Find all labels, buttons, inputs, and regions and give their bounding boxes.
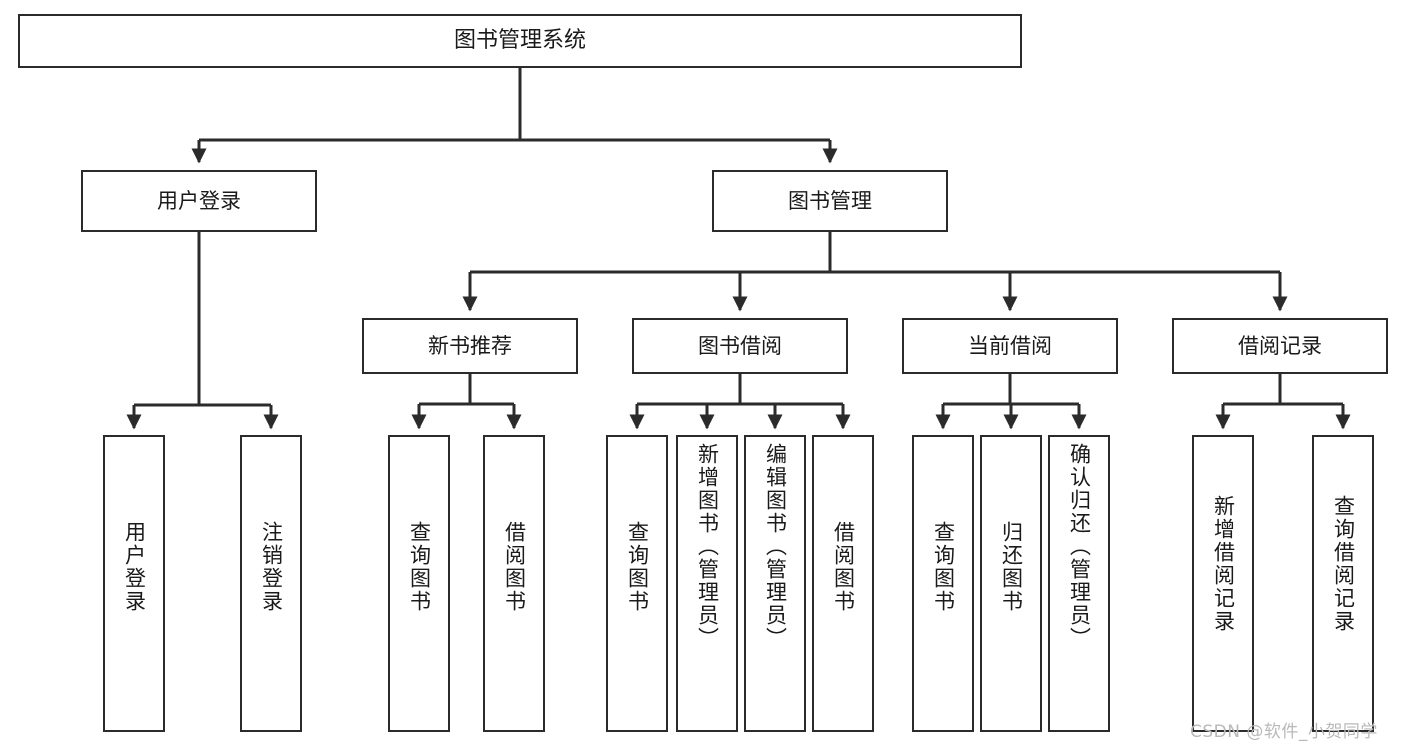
node-book-borrow[interactable]: 图书借阅 bbox=[632, 318, 848, 374]
node-current-borrow[interactable]: 当前借阅 bbox=[902, 318, 1118, 374]
leaf-borrow-add-book-admin-label: 新增图书（管理员） bbox=[695, 443, 720, 650]
leaf-current-confirm-return-admin-label: 确认归还（管理员） bbox=[1067, 443, 1092, 650]
node-current-borrow-label: 当前借阅 bbox=[968, 333, 1052, 358]
leaf-newbook-borrow-book[interactable]: 借阅图书 bbox=[483, 435, 545, 732]
node-root[interactable]: 图书管理系统 bbox=[18, 14, 1022, 68]
node-new-book-recommend[interactable]: 新书推荐 bbox=[362, 318, 578, 374]
leaf-current-confirm-return-admin[interactable]: 确认归还（管理员） bbox=[1048, 435, 1110, 732]
leaf-records-add-record-label: 新增借阅记录 bbox=[1211, 495, 1236, 633]
leaf-borrow-edit-book-admin-label: 编辑图书（管理员） bbox=[763, 443, 788, 650]
node-new-book-recommend-label: 新书推荐 bbox=[428, 333, 512, 358]
node-borrow-records[interactable]: 借阅记录 bbox=[1172, 318, 1388, 374]
node-book-borrow-label: 图书借阅 bbox=[698, 333, 782, 358]
leaf-records-add-record[interactable]: 新增借阅记录 bbox=[1192, 435, 1254, 732]
leaf-borrow-query-book[interactable]: 查询图书 bbox=[606, 435, 668, 732]
leaf-borrow-borrow-book-label: 借阅图书 bbox=[831, 521, 856, 613]
csdn-watermark-text: CSDN @软件_小贺同学 bbox=[1190, 722, 1378, 742]
leaf-borrow-add-book-admin[interactable]: 新增图书（管理员） bbox=[676, 435, 738, 732]
leaf-current-query-book[interactable]: 查询图书 bbox=[912, 435, 974, 732]
leaf-borrow-edit-book-admin[interactable]: 编辑图书（管理员） bbox=[744, 435, 806, 732]
node-borrow-records-label: 借阅记录 bbox=[1238, 333, 1322, 358]
leaf-user-login-label: 用户登录 bbox=[122, 521, 147, 613]
leaf-user-logout-label: 注销登录 bbox=[259, 521, 284, 613]
node-book-management[interactable]: 图书管理 bbox=[712, 170, 948, 232]
node-root-label: 图书管理系统 bbox=[453, 28, 586, 54]
leaf-user-login[interactable]: 用户登录 bbox=[103, 435, 165, 732]
leaf-records-query-record[interactable]: 查询借阅记录 bbox=[1312, 435, 1374, 732]
leaf-current-return-book[interactable]: 归还图书 bbox=[980, 435, 1042, 732]
leaf-borrow-query-book-label: 查询图书 bbox=[625, 521, 650, 613]
leaf-current-query-book-label: 查询图书 bbox=[931, 521, 956, 613]
leaf-borrow-borrow-book[interactable]: 借阅图书 bbox=[812, 435, 874, 732]
node-user-login[interactable]: 用户登录 bbox=[81, 170, 317, 232]
node-book-management-label: 图书管理 bbox=[788, 188, 872, 213]
leaf-newbook-query-book[interactable]: 查询图书 bbox=[388, 435, 450, 732]
leaf-current-return-book-label: 归还图书 bbox=[999, 521, 1024, 613]
leaf-newbook-borrow-book-label: 借阅图书 bbox=[502, 521, 527, 613]
leaf-user-logout[interactable]: 注销登录 bbox=[240, 435, 302, 732]
csdn-watermark: CSDN @软件_小贺同学 bbox=[1190, 717, 1378, 742]
leaf-records-query-record-label: 查询借阅记录 bbox=[1331, 495, 1356, 633]
node-user-login-label: 用户登录 bbox=[157, 188, 241, 213]
leaf-newbook-query-book-label: 查询图书 bbox=[407, 521, 432, 613]
